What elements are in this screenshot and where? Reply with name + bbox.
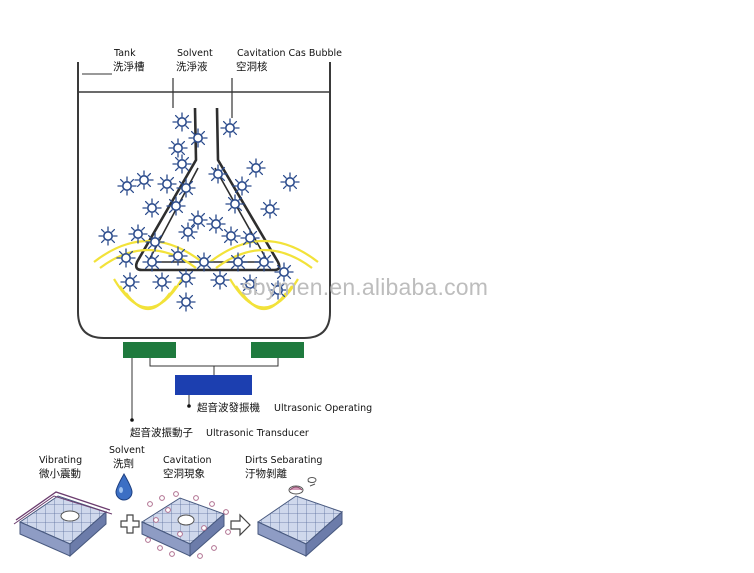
cavitation-bubble-label-cn: 空洞核 (236, 61, 268, 73)
step-dirts-label-cn: 汙物剝離 (245, 468, 287, 480)
transducer-left (123, 342, 176, 358)
arrow-right-icon (230, 513, 251, 537)
solvent-label-cn: 洗淨液 (176, 61, 208, 73)
plus-icon (120, 514, 140, 534)
step-cavitation-label-cn: 空洞現象 (163, 468, 205, 480)
ultrasonic-transducer-label-en: Ultrasonic Transducer (206, 428, 309, 439)
wave-arcs-right (209, 239, 319, 311)
ultrasonic-transducers (123, 342, 304, 375)
step-cavitation-label-en: Cavitation (163, 455, 212, 466)
ultrasonic-generator (130, 358, 252, 422)
step-dirts-label-en: Dirts Sebarating (245, 455, 323, 466)
watermark: sbymen.en.alibaba.com (241, 274, 489, 300)
step-solvent-label-cn: 洗劑 (113, 458, 134, 470)
process-step-dirts-separating (256, 477, 343, 558)
tank (77, 62, 331, 339)
transducer-right (251, 342, 304, 358)
ultrasonic-operating-label-en: Ultrasonic Operating (274, 403, 373, 414)
step-vibrating-label-en: Vibrating (39, 455, 83, 466)
cavitation-bubble-label-en: Cavitation Cas Bubble (237, 48, 342, 59)
process-step-cavitation (140, 491, 231, 559)
tank-label-en: Tank (114, 48, 136, 59)
ultrasonic-transducer-label-cn: 超音波振動子 (130, 427, 193, 439)
step-vibrating-label-cn: 微小震動 (39, 468, 81, 480)
wave-arcs-left (93, 239, 203, 311)
step-solvent-label-en: Solvent (109, 445, 145, 456)
solvent-label-en: Solvent (177, 48, 213, 59)
tank-label-cn: 洗淨槽 (113, 61, 145, 73)
ultrasonic-operating-label-cn: 超音波發振機 (197, 402, 260, 414)
process-step-vibrating (13, 491, 113, 558)
solvent-drop-icon (115, 472, 133, 501)
